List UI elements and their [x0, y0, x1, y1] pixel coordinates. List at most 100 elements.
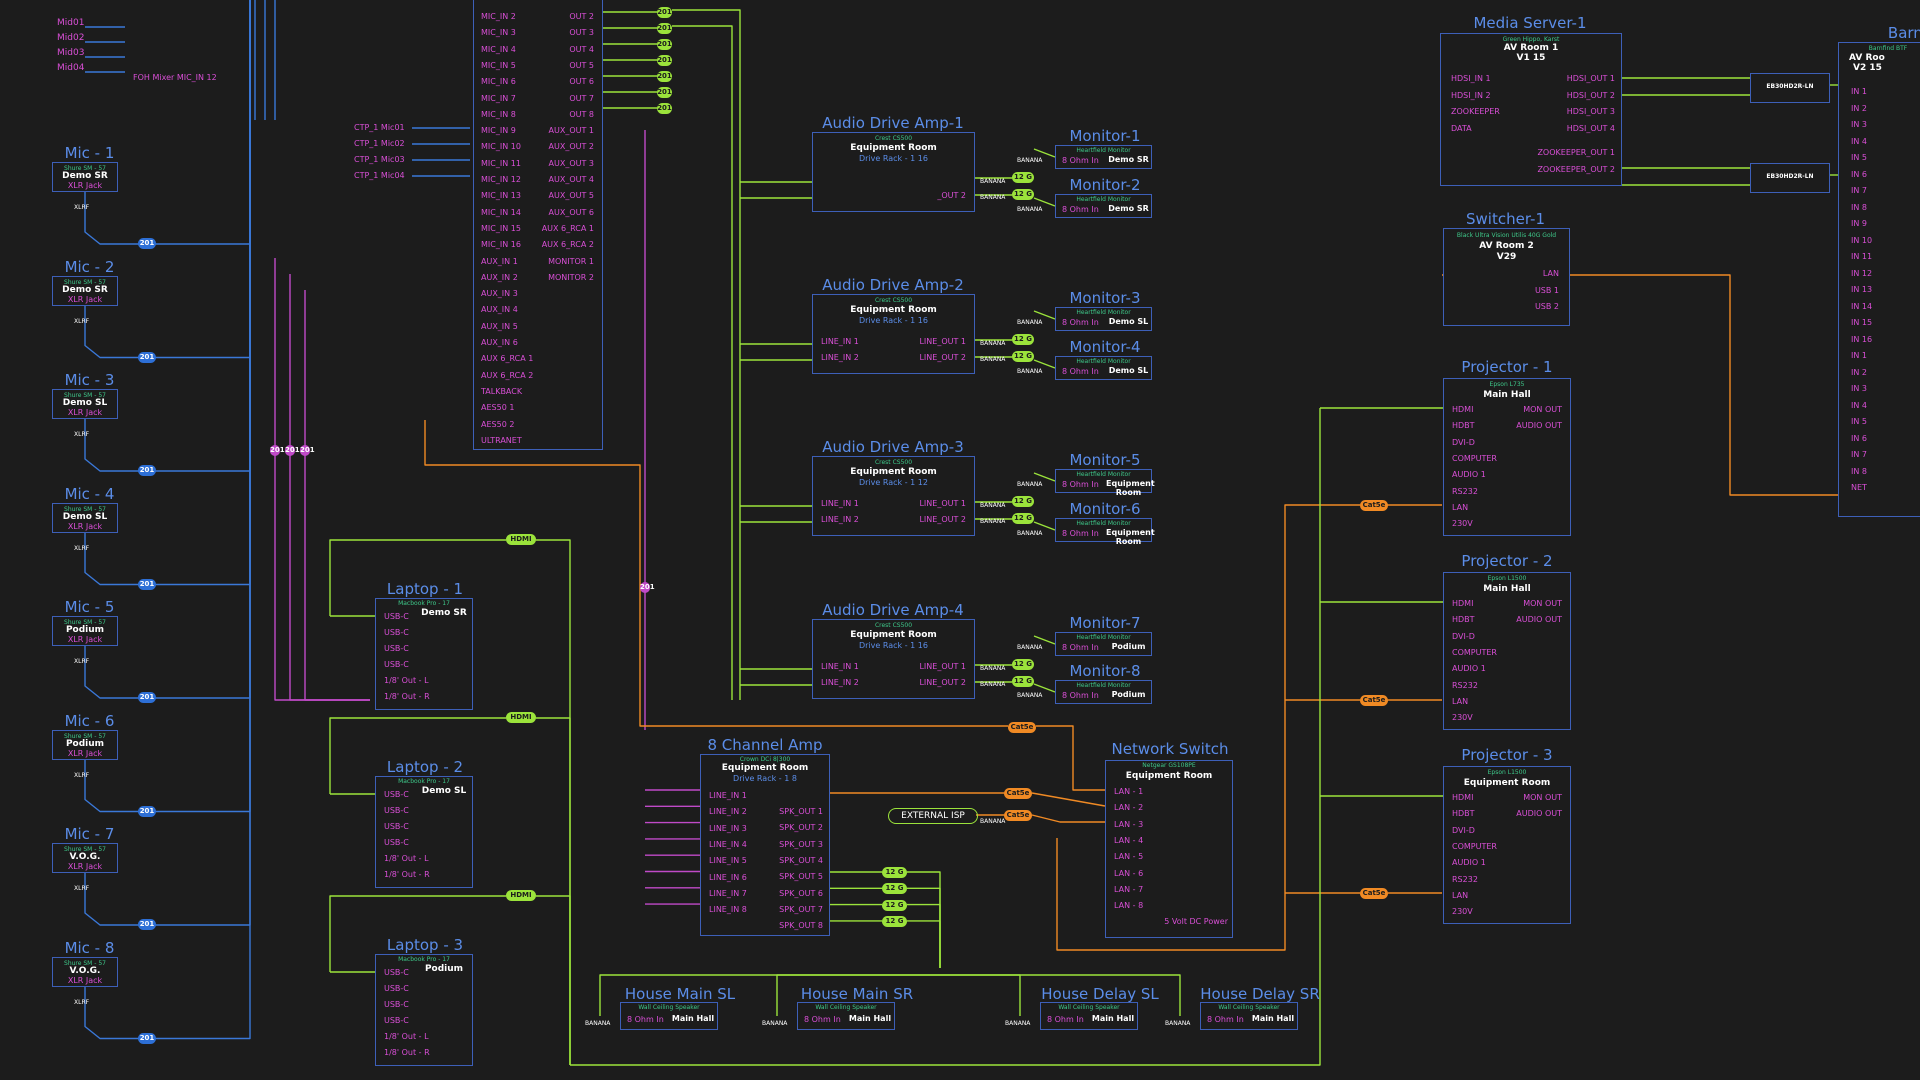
amp-line-out-2[interactable]: _OUT 2 [937, 191, 966, 200]
projector-output[interactable]: AUDIO OUT [1516, 615, 1562, 625]
barnfind-port[interactable]: IN 7 [1851, 186, 1867, 195]
monitor-input[interactable]: 8 Ohm In [1062, 205, 1099, 214]
mixer-input[interactable]: AUX_IN 6 [481, 338, 518, 347]
monitor-input[interactable]: 8 Ohm In [1062, 367, 1099, 376]
barnfind-port[interactable]: IN 4 [1851, 400, 1867, 410]
mixer-input[interactable]: MIC_IN 16 [481, 240, 521, 250]
mixer-output[interactable]: OUT 4 [569, 44, 594, 54]
switch-lan-port[interactable]: LAN - 5 [1114, 852, 1144, 862]
barnfind-port[interactable]: IN 2 [1851, 103, 1867, 113]
mixer-input[interactable]: TALKBACK [481, 386, 523, 396]
amp-line-in-2[interactable]: LINE_IN 2 [821, 515, 859, 524]
external-isp[interactable]: EXTERNAL ISP [888, 808, 978, 824]
eight-amp-in[interactable]: LINE_IN 8 [709, 905, 747, 915]
barnfind-port[interactable]: IN 8 [1851, 466, 1867, 476]
amp-line-out-2[interactable]: LINE_OUT 2 [919, 515, 966, 524]
barnfind-port[interactable]: IN 3 [1851, 384, 1867, 393]
media-server-input[interactable]: HDSI_IN 1 [1451, 74, 1491, 83]
media-server-input[interactable]: DATA [1451, 123, 1472, 133]
eight-amp-out[interactable]: SPK_OUT 5 [779, 872, 823, 882]
mixer-output[interactable]: OUT 2 [569, 12, 594, 21]
mixer-output[interactable]: AUX 6_RCA 2 [541, 240, 594, 250]
mixer-input[interactable]: MIC_IN 4 [481, 44, 516, 54]
projector-input[interactable]: HDMI [1452, 599, 1474, 608]
mixer-input[interactable]: AUX_IN 4 [481, 305, 518, 315]
projector-input[interactable]: LAN [1452, 890, 1469, 900]
mixer-input[interactable]: MIC_IN 9 [481, 126, 516, 136]
projector-output[interactable]: MON OUT [1523, 793, 1562, 802]
mixer-output[interactable]: OUT 5 [569, 60, 594, 70]
mixer-input[interactable]: MIC_IN 15 [481, 223, 521, 233]
mixer-input[interactable]: AUX_IN 5 [481, 321, 518, 331]
eight-amp-out[interactable]: SPK_OUT 7 [779, 904, 823, 914]
projector-output[interactable]: AUDIO OUT [1516, 809, 1562, 819]
barnfind-port[interactable]: IN 6 [1851, 433, 1867, 443]
laptop-port[interactable]: USB-C [384, 628, 409, 637]
switcher-port[interactable]: USB 2 [1534, 302, 1559, 311]
laptop-port[interactable]: USB-C [384, 806, 409, 815]
mixer-output[interactable]: OUT 7 [569, 93, 594, 103]
mixer-input[interactable]: MIC_IN 14 [481, 207, 521, 217]
projector-input[interactable]: COMPUTER [1452, 841, 1497, 851]
barnfind-port[interactable]: IN 15 [1851, 318, 1873, 327]
projector-input[interactable]: DVI-D [1452, 437, 1475, 447]
media-server-input[interactable]: ZOOKEEPER [1451, 107, 1500, 116]
barnfind-port[interactable]: IN 7 [1851, 450, 1867, 459]
barnfind-port[interactable]: IN 12 [1851, 268, 1873, 278]
monitor-input[interactable]: 8 Ohm In [1062, 156, 1099, 165]
amp-line-out-1[interactable]: LINE_OUT 1 [919, 337, 966, 346]
switcher-port[interactable]: LAN [1542, 269, 1559, 278]
projector-input[interactable]: AUDIO 1 [1452, 664, 1486, 674]
laptop-port[interactable]: USB-C [384, 1016, 409, 1025]
mixer-input[interactable]: MIC_IN 10 [481, 142, 521, 152]
barnfind-port[interactable]: IN 5 [1851, 417, 1867, 426]
mixer-input[interactable]: AUX 6_RCA 2 [481, 370, 534, 380]
projector-input[interactable]: AUDIO 1 [1452, 470, 1486, 480]
laptop-port[interactable]: USB-C [384, 1000, 409, 1009]
projector-output[interactable]: MON OUT [1523, 599, 1562, 608]
barnfind-port[interactable]: IN 13 [1851, 285, 1873, 294]
eight-amp-in[interactable]: LINE_IN 7 [709, 888, 747, 898]
amp-line-in-1[interactable]: LINE_IN 1 [821, 337, 859, 346]
laptop-port[interactable]: 1/8' Out - R [384, 692, 430, 701]
switch-power[interactable]: 5 Volt DC Power [1164, 917, 1228, 926]
media-server-input[interactable]: HDSI_IN 2 [1451, 90, 1491, 100]
laptop-port[interactable]: USB-C [384, 660, 409, 669]
amp-line-out-1[interactable]: LINE_OUT 1 [919, 662, 966, 671]
media-server-output[interactable]: HDSI_OUT 4 [1566, 123, 1615, 133]
projector-input[interactable]: 230V [1452, 713, 1473, 723]
media-server-output[interactable]: HDSI_OUT 3 [1566, 107, 1615, 116]
mixer-input[interactable]: AUX_IN 2 [481, 272, 518, 282]
projector-input[interactable]: LAN [1452, 696, 1469, 706]
projector-input[interactable]: DVI-D [1452, 631, 1475, 641]
mixer-output[interactable]: AUX_OUT 5 [548, 191, 594, 201]
eight-amp-in[interactable]: LINE_IN 1 [709, 791, 747, 800]
laptop-port[interactable]: 1/8' Out - L [384, 676, 429, 685]
laptop-port[interactable]: USB-C [384, 612, 409, 621]
converter-box[interactable]: EB30HD2R-LN [1750, 163, 1830, 193]
mixer-input[interactable]: MIC_IN 6 [481, 77, 516, 87]
projector-output[interactable]: MON OUT [1523, 405, 1562, 414]
speaker-input[interactable]: 8 Ohm In [627, 1015, 664, 1024]
eight-amp-out[interactable]: SPK_OUT 8 [779, 921, 823, 931]
mixer-output[interactable]: AUX_OUT 6 [548, 207, 594, 217]
eight-amp-out[interactable]: SPK_OUT 2 [779, 823, 823, 833]
speaker-input[interactable]: 8 Ohm In [804, 1015, 841, 1024]
projector-input[interactable]: RS232 [1452, 680, 1478, 690]
mixer-input[interactable]: AUX_IN 1 [481, 256, 518, 266]
projector-input[interactable]: RS232 [1452, 486, 1478, 496]
laptop-port[interactable]: USB-C [384, 838, 409, 847]
switch-lan-port[interactable]: LAN - 8 [1114, 901, 1144, 911]
switch-lan-port[interactable]: LAN - 7 [1114, 884, 1144, 894]
mixer-input[interactable]: MIC_IN 2 [481, 12, 516, 21]
amp-line-in-2[interactable]: LINE_IN 2 [821, 353, 859, 362]
